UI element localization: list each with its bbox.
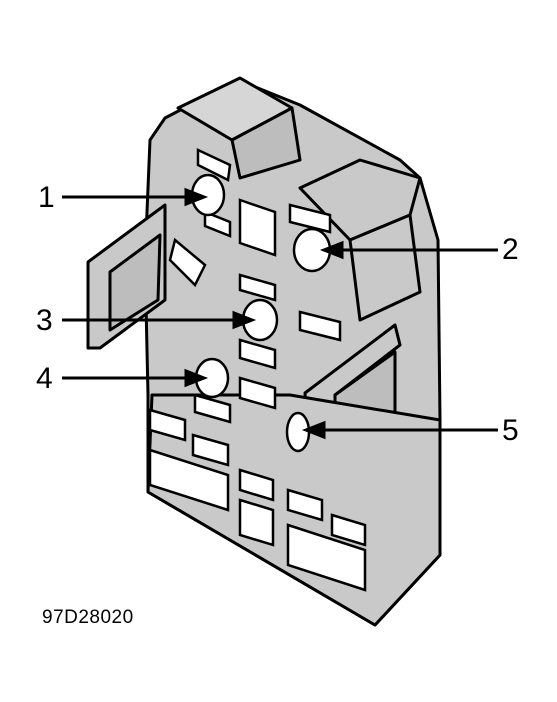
terminal-holes xyxy=(190,173,332,453)
callout-label-1: 1 xyxy=(38,181,55,214)
callout-leaders xyxy=(62,187,498,440)
leader-arrow-5 xyxy=(301,420,326,440)
callout-label-3: 3 xyxy=(36,304,53,337)
leader-arrow-4 xyxy=(184,368,209,388)
upper-slots xyxy=(168,148,342,424)
lower-grid xyxy=(148,408,367,592)
figure-id-label: 97D28020 xyxy=(42,607,134,628)
leader-arrow-1 xyxy=(184,187,209,207)
leader-arrow-2 xyxy=(319,240,344,260)
terminal-hole-5 xyxy=(285,411,311,453)
callout-label-4: 4 xyxy=(36,362,53,395)
callout-label-5: 5 xyxy=(502,414,519,447)
callout-label-2: 2 xyxy=(502,233,519,266)
leader-arrow-3 xyxy=(232,310,257,330)
